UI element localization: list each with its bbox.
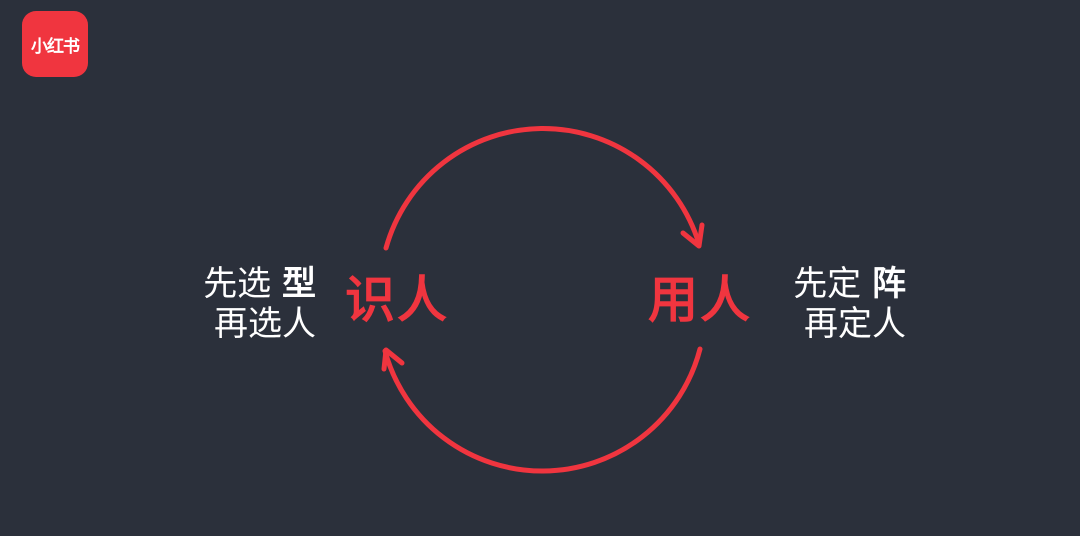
bottom-arc-arrow [382,346,703,474]
left-desc-line1: 先选 型 [203,264,316,304]
xiaohongshu-logo: 小红书 [22,11,88,77]
node-label: 用人 [648,271,752,329]
right-desc-line1: 先定 阵 [793,264,906,304]
arrowhead-left-icon [381,347,405,372]
left-desc-line2: 再选人 [214,304,316,344]
top-arc-arrow [383,126,702,251]
left-description: 先选 型 再选人 [203,264,316,344]
node-use-people: 用人 [648,275,752,325]
node-label: 识人 [345,271,449,329]
arrowhead-right-icon [680,222,705,249]
right-desc-line2: 再定人 [804,304,906,344]
right-description: 先定 阵 再定人 [793,264,906,344]
node-identify-people: 识人 [345,275,449,325]
logo-text: 小红书 [31,36,80,57]
